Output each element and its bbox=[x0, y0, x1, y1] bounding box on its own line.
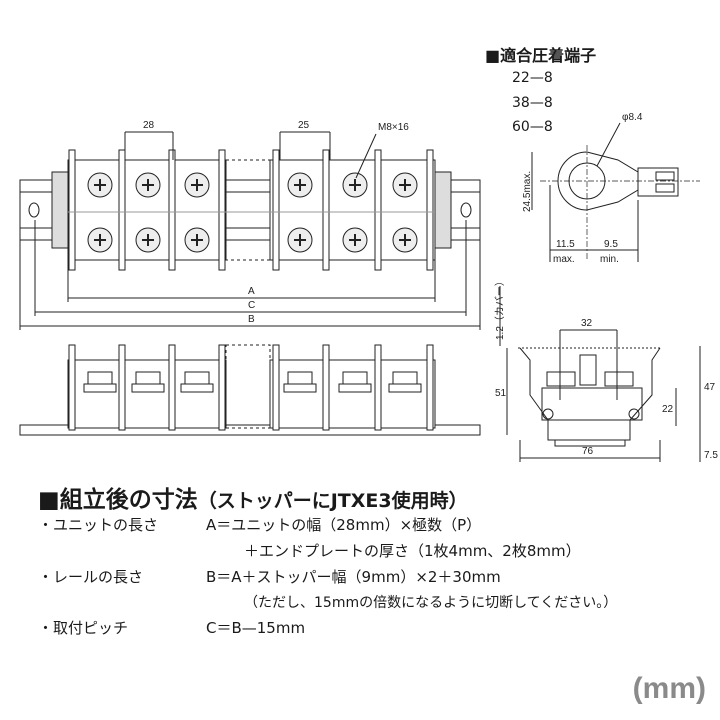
svg-text:9.5: 9.5 bbox=[604, 239, 618, 250]
screw-slot bbox=[349, 234, 361, 246]
formula-row: ＋エンドプレートの厚さ（1枚4mm、2枚8mm） bbox=[244, 542, 581, 560]
screw-slot bbox=[399, 234, 411, 246]
svg-text:22: 22 bbox=[662, 404, 674, 415]
svg-text:7.5: 7.5 bbox=[704, 450, 718, 461]
barrier-plate bbox=[426, 344, 434, 431]
washer bbox=[83, 383, 117, 393]
terminal-lug: φ8.4 24.5max. 11.5 max. 9.5 min. bbox=[522, 112, 700, 265]
nut bbox=[287, 371, 313, 385]
screw-slot bbox=[142, 234, 154, 246]
screw-slot bbox=[349, 179, 361, 191]
screw-slot bbox=[399, 179, 411, 191]
washer bbox=[388, 383, 422, 393]
svg-text:28: 28 bbox=[143, 120, 155, 131]
barrier-plate bbox=[218, 149, 226, 271]
din-rail bbox=[19, 179, 481, 241]
barrier-plate bbox=[168, 149, 176, 271]
nut bbox=[135, 371, 161, 385]
screw-slot bbox=[191, 179, 203, 191]
terminal-size: 38—8 bbox=[512, 95, 553, 111]
nut bbox=[184, 371, 210, 385]
assembly-heading: ■組立後の寸法（ストッパーにJTXE3使用時） bbox=[38, 487, 468, 513]
screw-slot bbox=[94, 234, 106, 246]
barrier-plate bbox=[168, 344, 176, 431]
svg-text:M8×16: M8×16 bbox=[378, 122, 409, 133]
svg-text:24.5max.: 24.5max. bbox=[522, 171, 533, 212]
barrier-plate bbox=[68, 344, 76, 431]
svg-text:φ8.4: φ8.4 bbox=[622, 112, 643, 123]
barrier-plate bbox=[118, 344, 126, 431]
washer bbox=[338, 383, 372, 393]
svg-text:11.5: 11.5 bbox=[556, 239, 575, 250]
svg-text:25: 25 bbox=[298, 120, 310, 131]
barrier-plate bbox=[374, 344, 382, 431]
screw-slot bbox=[191, 234, 203, 246]
barrier-plate bbox=[374, 149, 382, 271]
nut bbox=[392, 371, 418, 385]
barrier-plate bbox=[218, 344, 226, 431]
barrier-plate bbox=[322, 344, 330, 431]
barrier-plate bbox=[68, 149, 76, 271]
svg-text:A: A bbox=[248, 286, 255, 297]
svg-text:1.2（カバー）: 1.2（カバー） bbox=[494, 276, 506, 340]
top-view: 28 25 M8×16 A C B bbox=[19, 120, 481, 330]
svg-text:32: 32 bbox=[581, 318, 593, 329]
terminal-size: 22—8 bbox=[512, 70, 553, 86]
terminal-title: ■適合圧着端子 bbox=[485, 46, 597, 65]
screw-slot bbox=[94, 179, 106, 191]
svg-text:47: 47 bbox=[704, 382, 716, 393]
barrier-plate bbox=[272, 344, 280, 431]
terminal-size: 60—8 bbox=[512, 119, 553, 135]
svg-text:B: B bbox=[248, 314, 255, 325]
washer bbox=[180, 383, 214, 393]
svg-text:51: 51 bbox=[495, 388, 507, 399]
front-view bbox=[19, 344, 481, 436]
washer bbox=[283, 383, 317, 393]
side-view: 32 51 47 22 76 7.5 1.2（カバー） bbox=[494, 276, 718, 462]
unit-label: (mm) bbox=[632, 672, 706, 705]
screw-slot bbox=[294, 179, 306, 191]
barrier-plate bbox=[322, 149, 330, 271]
nut bbox=[342, 371, 368, 385]
nut bbox=[87, 371, 113, 385]
screw-slot bbox=[142, 179, 154, 191]
screw-slot bbox=[294, 234, 306, 246]
svg-text:C: C bbox=[248, 300, 255, 311]
barrier-plate bbox=[426, 149, 434, 271]
barrier-plate bbox=[118, 149, 126, 271]
barrier-plate bbox=[272, 149, 280, 271]
svg-text:min.: min. bbox=[600, 254, 619, 265]
svg-text:76: 76 bbox=[582, 446, 594, 457]
formula-row: （ただし、15mmの倍数になるように切断してください。） bbox=[244, 595, 618, 611]
washer bbox=[131, 383, 165, 393]
svg-text:max.: max. bbox=[553, 254, 575, 265]
